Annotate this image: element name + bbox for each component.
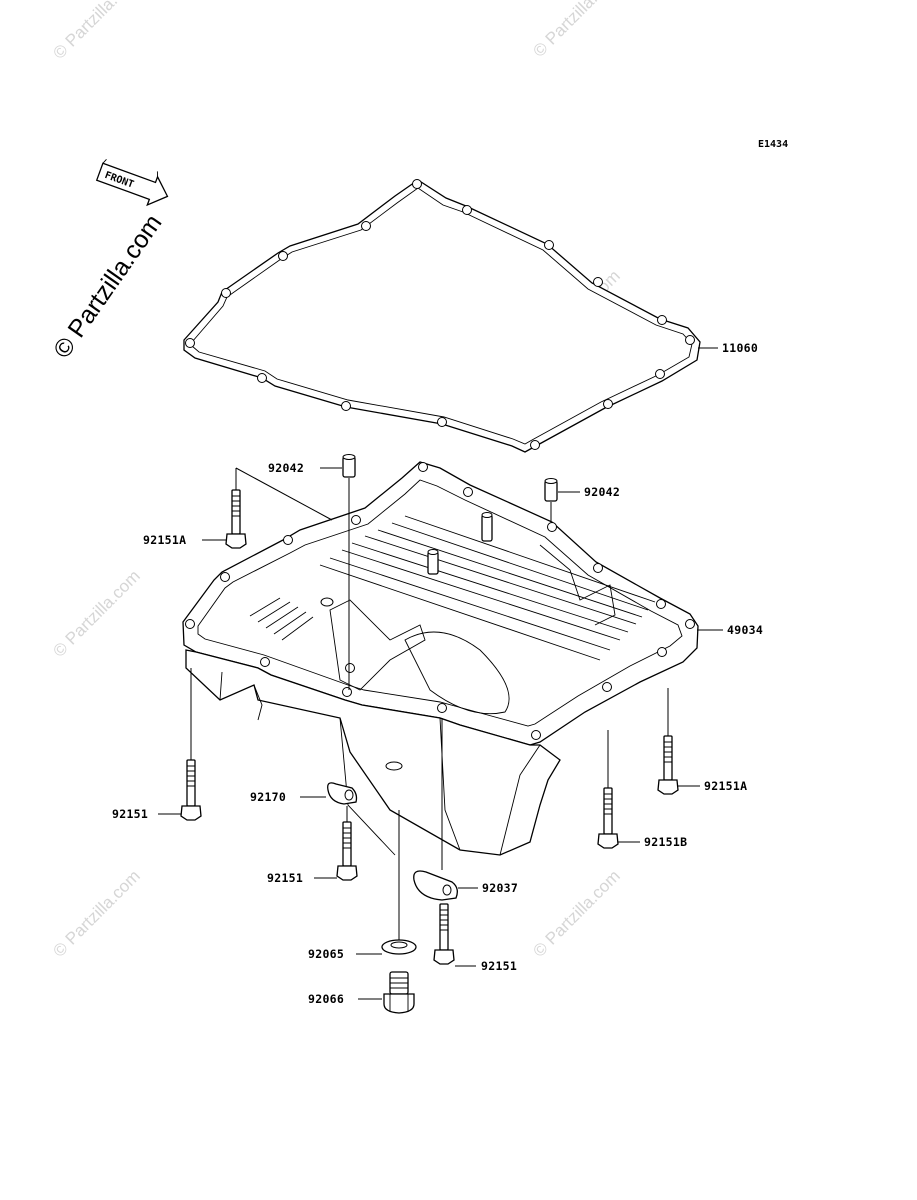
watermark: © Partzilla.com — [529, 0, 623, 61]
watermark: © Partzilla.com — [529, 866, 623, 960]
bolt-92151-center[interactable] — [336, 821, 358, 881]
watermark: © Partzilla.com — [49, 0, 143, 63]
diagram-code: E1434 — [758, 139, 788, 150]
watermark-main: © Partzilla.com — [48, 209, 168, 363]
part-label-92151a-right[interactable]: 92151A — [704, 779, 747, 793]
oil-pan[interactable] — [182, 461, 699, 856]
watermark: © Partzilla.com — [49, 566, 143, 660]
washer[interactable] — [381, 939, 417, 955]
part-label-92151-center[interactable]: 92151 — [267, 871, 303, 885]
part-label-92151a-left[interactable]: 92151A — [143, 533, 186, 547]
bolt-92151a-left[interactable] — [225, 489, 247, 549]
bolt-92151-bottom[interactable] — [433, 903, 455, 965]
part-label-92042-left[interactable]: 92042 — [268, 461, 304, 475]
part-label-92037[interactable]: 92037 — [482, 881, 518, 895]
part-label-11060[interactable]: 11060 — [722, 341, 758, 355]
drain-plug[interactable] — [383, 971, 415, 1014]
part-label-92065[interactable]: 92065 — [308, 947, 344, 961]
gasket[interactable] — [183, 179, 701, 453]
clamp-large[interactable] — [413, 870, 458, 901]
front-arrow-icon: FRONT — [95, 158, 169, 207]
dowel-pin-left[interactable] — [342, 454, 356, 478]
part-label-92170[interactable]: 92170 — [250, 790, 286, 804]
bolt-92151-left[interactable] — [180, 759, 202, 821]
part-label-49034[interactable]: 49034 — [727, 623, 763, 637]
bolt-92151a-right[interactable] — [657, 735, 679, 795]
part-label-92151-left[interactable]: 92151 — [112, 807, 148, 821]
dowel-pin-right[interactable] — [544, 478, 558, 502]
clamp-small[interactable] — [327, 782, 358, 805]
bolt-92151b[interactable] — [597, 787, 619, 849]
part-label-92042-right[interactable]: 92042 — [584, 485, 620, 499]
part-label-92066[interactable]: 92066 — [308, 992, 344, 1006]
watermark: © Partzilla.com — [49, 866, 143, 960]
part-label-92151b[interactable]: 92151B — [644, 835, 687, 849]
part-label-92151-bottom[interactable]: 92151 — [481, 959, 517, 973]
